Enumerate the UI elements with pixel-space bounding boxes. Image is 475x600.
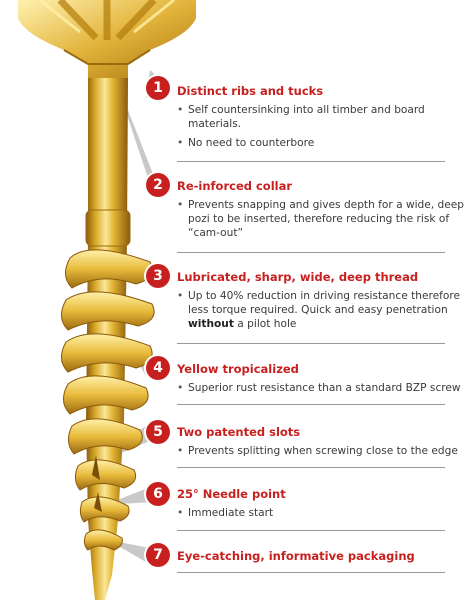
feature-number-6: 6 [146, 482, 170, 506]
feature-title: Two patented slots [177, 425, 301, 439]
feature-bullet: Prevents splitting when screwing close t… [177, 444, 465, 458]
divider [177, 252, 445, 253]
feature-bullet: No need to counterbore [177, 136, 465, 150]
feature-6: 25° Needle point Immediate start [177, 487, 465, 525]
emphasis-text: without [188, 318, 234, 330]
feature-4: Yellow tropicalized Superior rust resist… [177, 362, 465, 400]
feature-7: Eye-catching, informative packaging [177, 549, 465, 568]
feature-number-5: 5 [146, 420, 170, 444]
feature-title: Lubricated, sharp, wide, deep thread [177, 270, 419, 284]
screw-slot [92, 455, 102, 512]
feature-bullet: Prevents snapping and gives depth for a … [177, 198, 465, 240]
screw-thread [61, 249, 155, 551]
feature-title: Eye-catching, informative packaging [177, 549, 415, 563]
feature-3: Lubricated, sharp, wide, deep thread Up … [177, 270, 465, 336]
feature-bullet: Up to 40% reduction in driving resistanc… [177, 289, 465, 331]
divider [177, 572, 445, 573]
screw-head [18, 0, 196, 80]
feature-1: Distinct ribs and tucks Self countersink… [177, 84, 465, 155]
feature-2: Re-inforced collar Prevents snapping and… [177, 179, 465, 245]
feature-bullet-text-end: a pilot hole [233, 318, 297, 330]
feature-number-2: 2 [146, 173, 170, 197]
feature-title: 25° Needle point [177, 487, 286, 501]
divider [177, 467, 445, 468]
divider [177, 404, 445, 405]
feature-bullet: Superior rust resistance than a standard… [177, 381, 465, 395]
feature-number-3: 3 [146, 264, 170, 288]
feature-number-7: 7 [146, 543, 170, 567]
feature-bullet-text: Up to 40% reduction in driving resistanc… [188, 290, 460, 316]
divider [177, 161, 445, 162]
feature-title: Distinct ribs and tucks [177, 84, 324, 98]
feature-bullet: Self countersinking into all timber and … [177, 103, 465, 131]
feature-bullet: Immediate start [177, 506, 465, 520]
divider [177, 530, 445, 531]
feature-number-4: 4 [146, 356, 170, 380]
feature-title: Yellow tropicalized [177, 362, 299, 376]
screw-collar [85, 209, 131, 247]
feature-title: Re-inforced collar [177, 179, 293, 193]
feature-number-1: 1 [146, 76, 170, 100]
feature-5: Two patented slots Prevents splitting wh… [177, 425, 465, 463]
divider [177, 343, 445, 344]
